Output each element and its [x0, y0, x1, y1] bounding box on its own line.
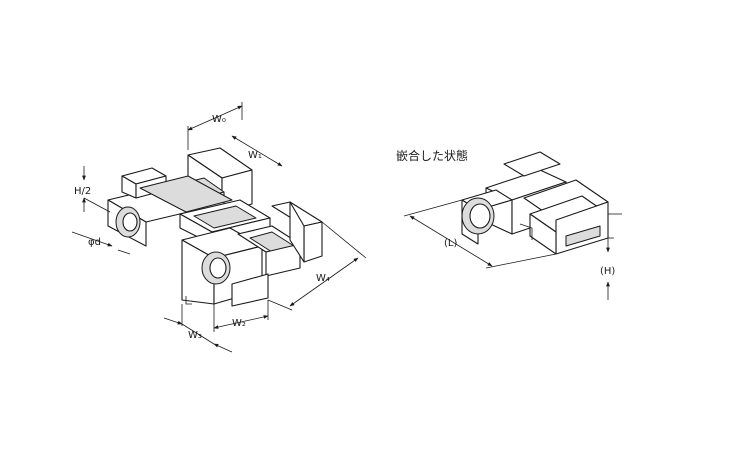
- dim-w4: W₄: [267, 221, 367, 311]
- dim-height-label: (H): [600, 266, 615, 277]
- dim-diameter-label: φd: [88, 237, 101, 248]
- dim-diameter: φd: [71, 231, 131, 255]
- dim-length-label: (L): [444, 238, 457, 249]
- separated-connector: W₀ W₁ H/2 φd W₄: [71, 102, 367, 353]
- dim-w0-label: W₀: [212, 114, 226, 125]
- dim-w1-label: W₁: [248, 150, 262, 161]
- dim-w1: W₁: [231, 135, 283, 167]
- dim-height: (H): [600, 213, 622, 300]
- front-housing: [181, 201, 323, 307]
- left-receptacle: [107, 167, 233, 247]
- dim-w2: W₂: [213, 300, 269, 332]
- dim-w3: W₃: [163, 304, 233, 353]
- dim-half-height-label: H/2: [74, 186, 91, 197]
- mated-caption: 嵌合した状態: [396, 148, 468, 163]
- mated-body: [461, 151, 609, 255]
- dim-w0: W₀: [187, 102, 243, 150]
- dim-half-height: H/2: [74, 166, 111, 213]
- mated-connector: 嵌合した状態 (L): [396, 148, 622, 300]
- dim-w4-label: W₄: [316, 273, 330, 284]
- dim-length: (L): [403, 199, 557, 269]
- dim-w2-label: W₂: [232, 318, 246, 329]
- dim-w3-label: W₃: [188, 330, 202, 341]
